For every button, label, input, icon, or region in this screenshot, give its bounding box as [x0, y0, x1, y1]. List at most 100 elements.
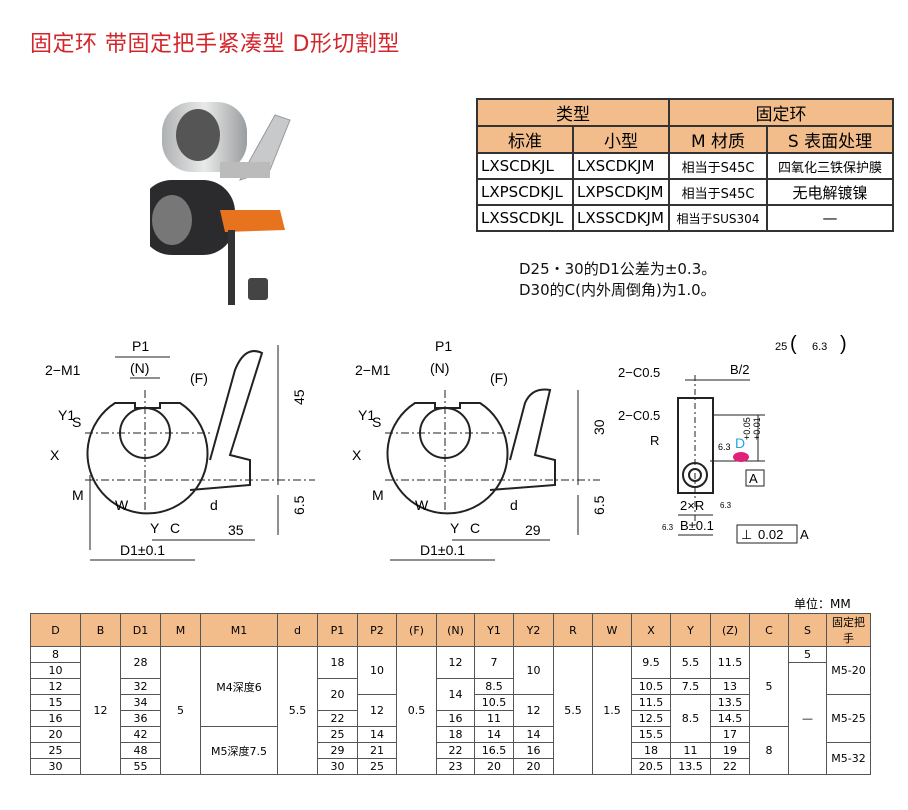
label-length: 29 [525, 522, 541, 538]
header-cell: d [277, 613, 318, 647]
label-d: d [510, 497, 518, 513]
table-cell: 32 [120, 678, 161, 695]
table-cell: 22 [710, 758, 750, 775]
cell-surface: — [766, 204, 894, 232]
label-w: W [115, 497, 129, 513]
table-cell: 15.5 [631, 726, 671, 743]
cell-material: 相当于SUS304 [668, 204, 768, 232]
table-cell: 9.5 [631, 646, 671, 679]
label-tol-upper: +0.05 [742, 417, 752, 440]
table-cell: 8.5 [474, 678, 514, 695]
label-y1: Y1 [358, 407, 375, 423]
note-chamfer: D30的C(内外周倒角)为1.0。 [519, 281, 716, 299]
label-b-tol: B±0.1 [680, 518, 714, 533]
type-material-table: 类型 固定环 标准 小型 M 材质 S 表面处理 LXSCDKJL LXSCDK… [476, 98, 894, 232]
table-cell: M5-20 [826, 646, 871, 695]
table-cell: 20 [474, 758, 514, 775]
table-cell: 11 [670, 742, 711, 759]
header-surface: S 表面处理 [766, 125, 894, 154]
label-b-half: B/2 [730, 362, 750, 377]
header-cell: C [749, 613, 789, 647]
table-cell: 19 [710, 742, 750, 759]
cell-standard: LXSSCDKJL [476, 204, 574, 232]
table-cell: 5 [749, 646, 789, 727]
table-cell: 20 [513, 758, 554, 775]
header-cell: Y [670, 613, 711, 647]
header-cell: M1 [200, 613, 278, 647]
page-title: 固定环 带固定把手紧凑型 D形切割型 [30, 32, 400, 57]
table-cell: 21 [357, 742, 397, 759]
table-cell: 10 [513, 646, 554, 695]
label-chamfer-1: 2−C0.5 [618, 365, 660, 380]
header-cell: D [30, 613, 81, 647]
table-cell: 23 [436, 758, 475, 775]
label-height: 30 [591, 419, 607, 435]
table-cell: 13.5 [710, 694, 750, 711]
table-cell: 18 [631, 742, 671, 759]
label-s: S [72, 414, 81, 430]
header-cell: Y1 [474, 613, 514, 647]
header-cell: M [160, 613, 201, 647]
label-y: Y [450, 520, 460, 536]
paren-close: ) [840, 333, 847, 355]
label-x: X [50, 447, 60, 463]
table-cell: 10 [357, 646, 397, 695]
perpendicularity-ref: A [800, 527, 809, 542]
label-y1: Y1 [58, 407, 75, 423]
header-ring: 固定环 [668, 98, 894, 127]
table-cell: M5-25 [826, 694, 871, 743]
table-cell: 55 [120, 758, 161, 775]
label-bottom: 6.5 [291, 495, 307, 515]
table-cell: 8.5 [670, 694, 711, 743]
table-cell: 18 [317, 646, 358, 679]
label-p1: P1 [132, 338, 149, 354]
header-cell: (N) [436, 613, 475, 647]
cell-surface: 无电解镀镍 [766, 178, 894, 206]
label-height: 45 [291, 389, 307, 405]
label-d1: D1±0.1 [420, 542, 465, 558]
label-roughness-2: 6.3 [812, 341, 827, 353]
cell-standard: LXSCDKJL [476, 152, 574, 180]
header-cell: P1 [317, 613, 358, 647]
label-2xr: 2×R [680, 498, 704, 513]
table-cell: 30 [30, 758, 81, 775]
table-cell: 13.5 [670, 758, 711, 775]
label-d1: D1±0.1 [120, 542, 165, 558]
table-cell: 11 [474, 710, 514, 727]
table-cell: 12 [80, 646, 121, 775]
header-cell: (Z) [710, 613, 750, 647]
table-cell: 12 [513, 694, 554, 727]
cell-small: LXPSCDKJM [572, 178, 670, 206]
label-d: d [210, 497, 218, 513]
table-row: LXSSCDKJL LXSSCDKJM 相当于SUS304 — [476, 204, 894, 232]
table-cell: 0.5 [396, 646, 437, 775]
label-n: (N) [130, 360, 149, 376]
table-cell: 25 [317, 726, 358, 743]
cell-material: 相当于S45C [668, 178, 768, 206]
table-cell: 14 [474, 726, 514, 743]
table-cell: 29 [317, 742, 358, 759]
header-cell: W [592, 613, 632, 647]
table-cell: 34 [120, 694, 161, 711]
drawing-side-view: 25 ( 6.3 ) 2−C0.5 2−C0.5 B/2 R +0.05 +0.… [618, 333, 847, 544]
header-cell: R [553, 613, 593, 647]
table-cell: 22 [436, 742, 475, 759]
table-cell: 12.5 [631, 710, 671, 727]
label-w: W [415, 497, 429, 513]
cell-material: 相当于S45C [668, 152, 768, 180]
table-cell: 16 [30, 710, 81, 727]
label-y: Y [150, 520, 160, 536]
label-n: (N) [430, 360, 449, 376]
table-cell: 13 [710, 678, 750, 695]
table-cell: 15 [30, 694, 81, 711]
table-row: LXSCDKJL LXSCDKJM 相当于S45C 四氧化三铁保护膜 [476, 152, 894, 180]
drawing-standard: P1 (N) 2−M1 (F) Y1 S X M W Y C d D1±0.1 … [45, 338, 315, 561]
paren-open: ( [790, 333, 797, 355]
label-x: X [352, 447, 362, 463]
table-cell: 14.5 [710, 710, 750, 727]
